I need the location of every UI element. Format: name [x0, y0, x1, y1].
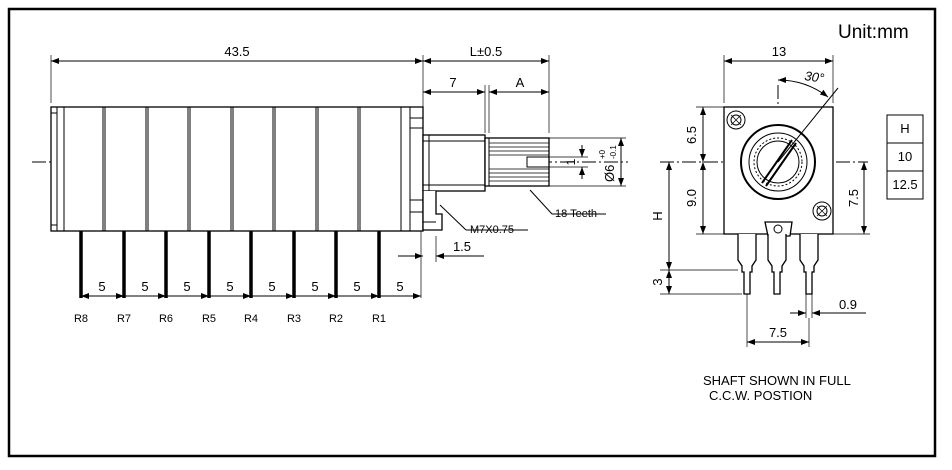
unit-label: Unit:mm — [838, 22, 909, 43]
pitch-label: 5 — [141, 279, 148, 294]
pin-label: R7 — [117, 313, 131, 325]
overall-length-label: 43.5 — [224, 44, 249, 59]
dim-9-0-label: 9.0 — [684, 189, 699, 207]
pin-label: R8 — [74, 313, 88, 325]
side-view: 43.5 L±0.5 7 A 1 Ø6 +0 -0.1 M7X0.75 — [32, 44, 628, 325]
thread-callout: M7X0.75 — [470, 224, 514, 236]
pin-label: R5 — [202, 313, 216, 325]
diameter-tol-upper: +0 — [598, 149, 607, 159]
dim-3-label: 3 — [650, 278, 665, 285]
pitch-label: 5 — [396, 279, 403, 294]
mounting-hole-top-left — [726, 110, 746, 130]
pin-label: R1 — [372, 313, 386, 325]
pin-label: R2 — [329, 313, 343, 325]
front-width-label: 13 — [772, 44, 786, 59]
pot-body — [50, 106, 424, 232]
h-table-header: H — [900, 121, 909, 136]
dim-7-5-side-label: 7.5 — [846, 189, 861, 207]
shaft-diameter-label: Ø6 — [602, 165, 617, 182]
dim-7-label: 7 — [449, 75, 456, 90]
h-table-value: 12.5 — [892, 177, 917, 192]
angle-label: 30° — [804, 68, 826, 86]
pin-label: R3 — [287, 313, 301, 325]
pitch-label: 5 — [268, 279, 275, 294]
front-view: 30° 13 6.5 9.0 H 3 7.5 — [650, 44, 870, 347]
dim-6-5-label: 6.5 — [684, 126, 699, 144]
pitch-label: 5 — [353, 279, 360, 294]
dim-1-label: 1 — [564, 158, 578, 165]
teeth-callout: 18 Teeth — [555, 208, 597, 220]
diameter-tol-lower: -0.1 — [609, 145, 618, 159]
shaft-end-view — [740, 87, 839, 200]
pin-label: R4 — [244, 313, 258, 325]
shaft-length-label: L±0.5 — [470, 44, 502, 59]
front-pins — [737, 234, 819, 295]
drawing-frame — [7, 7, 937, 458]
dim-7-5-bottom-label: 7.5 — [769, 325, 787, 340]
bushing — [422, 134, 486, 231]
dim-1-5-label: 1.5 — [453, 239, 471, 254]
note: SHAFT SHOWN IN FULL C.C.W. POSTION — [703, 373, 851, 403]
mounting-hole-bottom-right — [812, 201, 832, 221]
pitch-label: 5 — [226, 279, 233, 294]
h-table-value: 10 — [898, 149, 912, 164]
pitch-label: 5 — [311, 279, 318, 294]
h-table: H 10 12.5 — [886, 114, 924, 200]
note-line-2: C.C.W. POSTION — [709, 388, 812, 403]
note-line-1: SHAFT SHOWN IN FULL — [703, 373, 851, 388]
pin-label: R6 — [159, 313, 173, 325]
dim-a-label: A — [516, 75, 525, 90]
shaft — [484, 137, 550, 187]
pitch-label: 5 — [183, 279, 190, 294]
side-pins — [79, 231, 422, 298]
dim-h-label: H — [650, 211, 665, 220]
pitch-label: 5 — [98, 279, 105, 294]
dim-0-9-label: 0.9 — [839, 297, 857, 312]
